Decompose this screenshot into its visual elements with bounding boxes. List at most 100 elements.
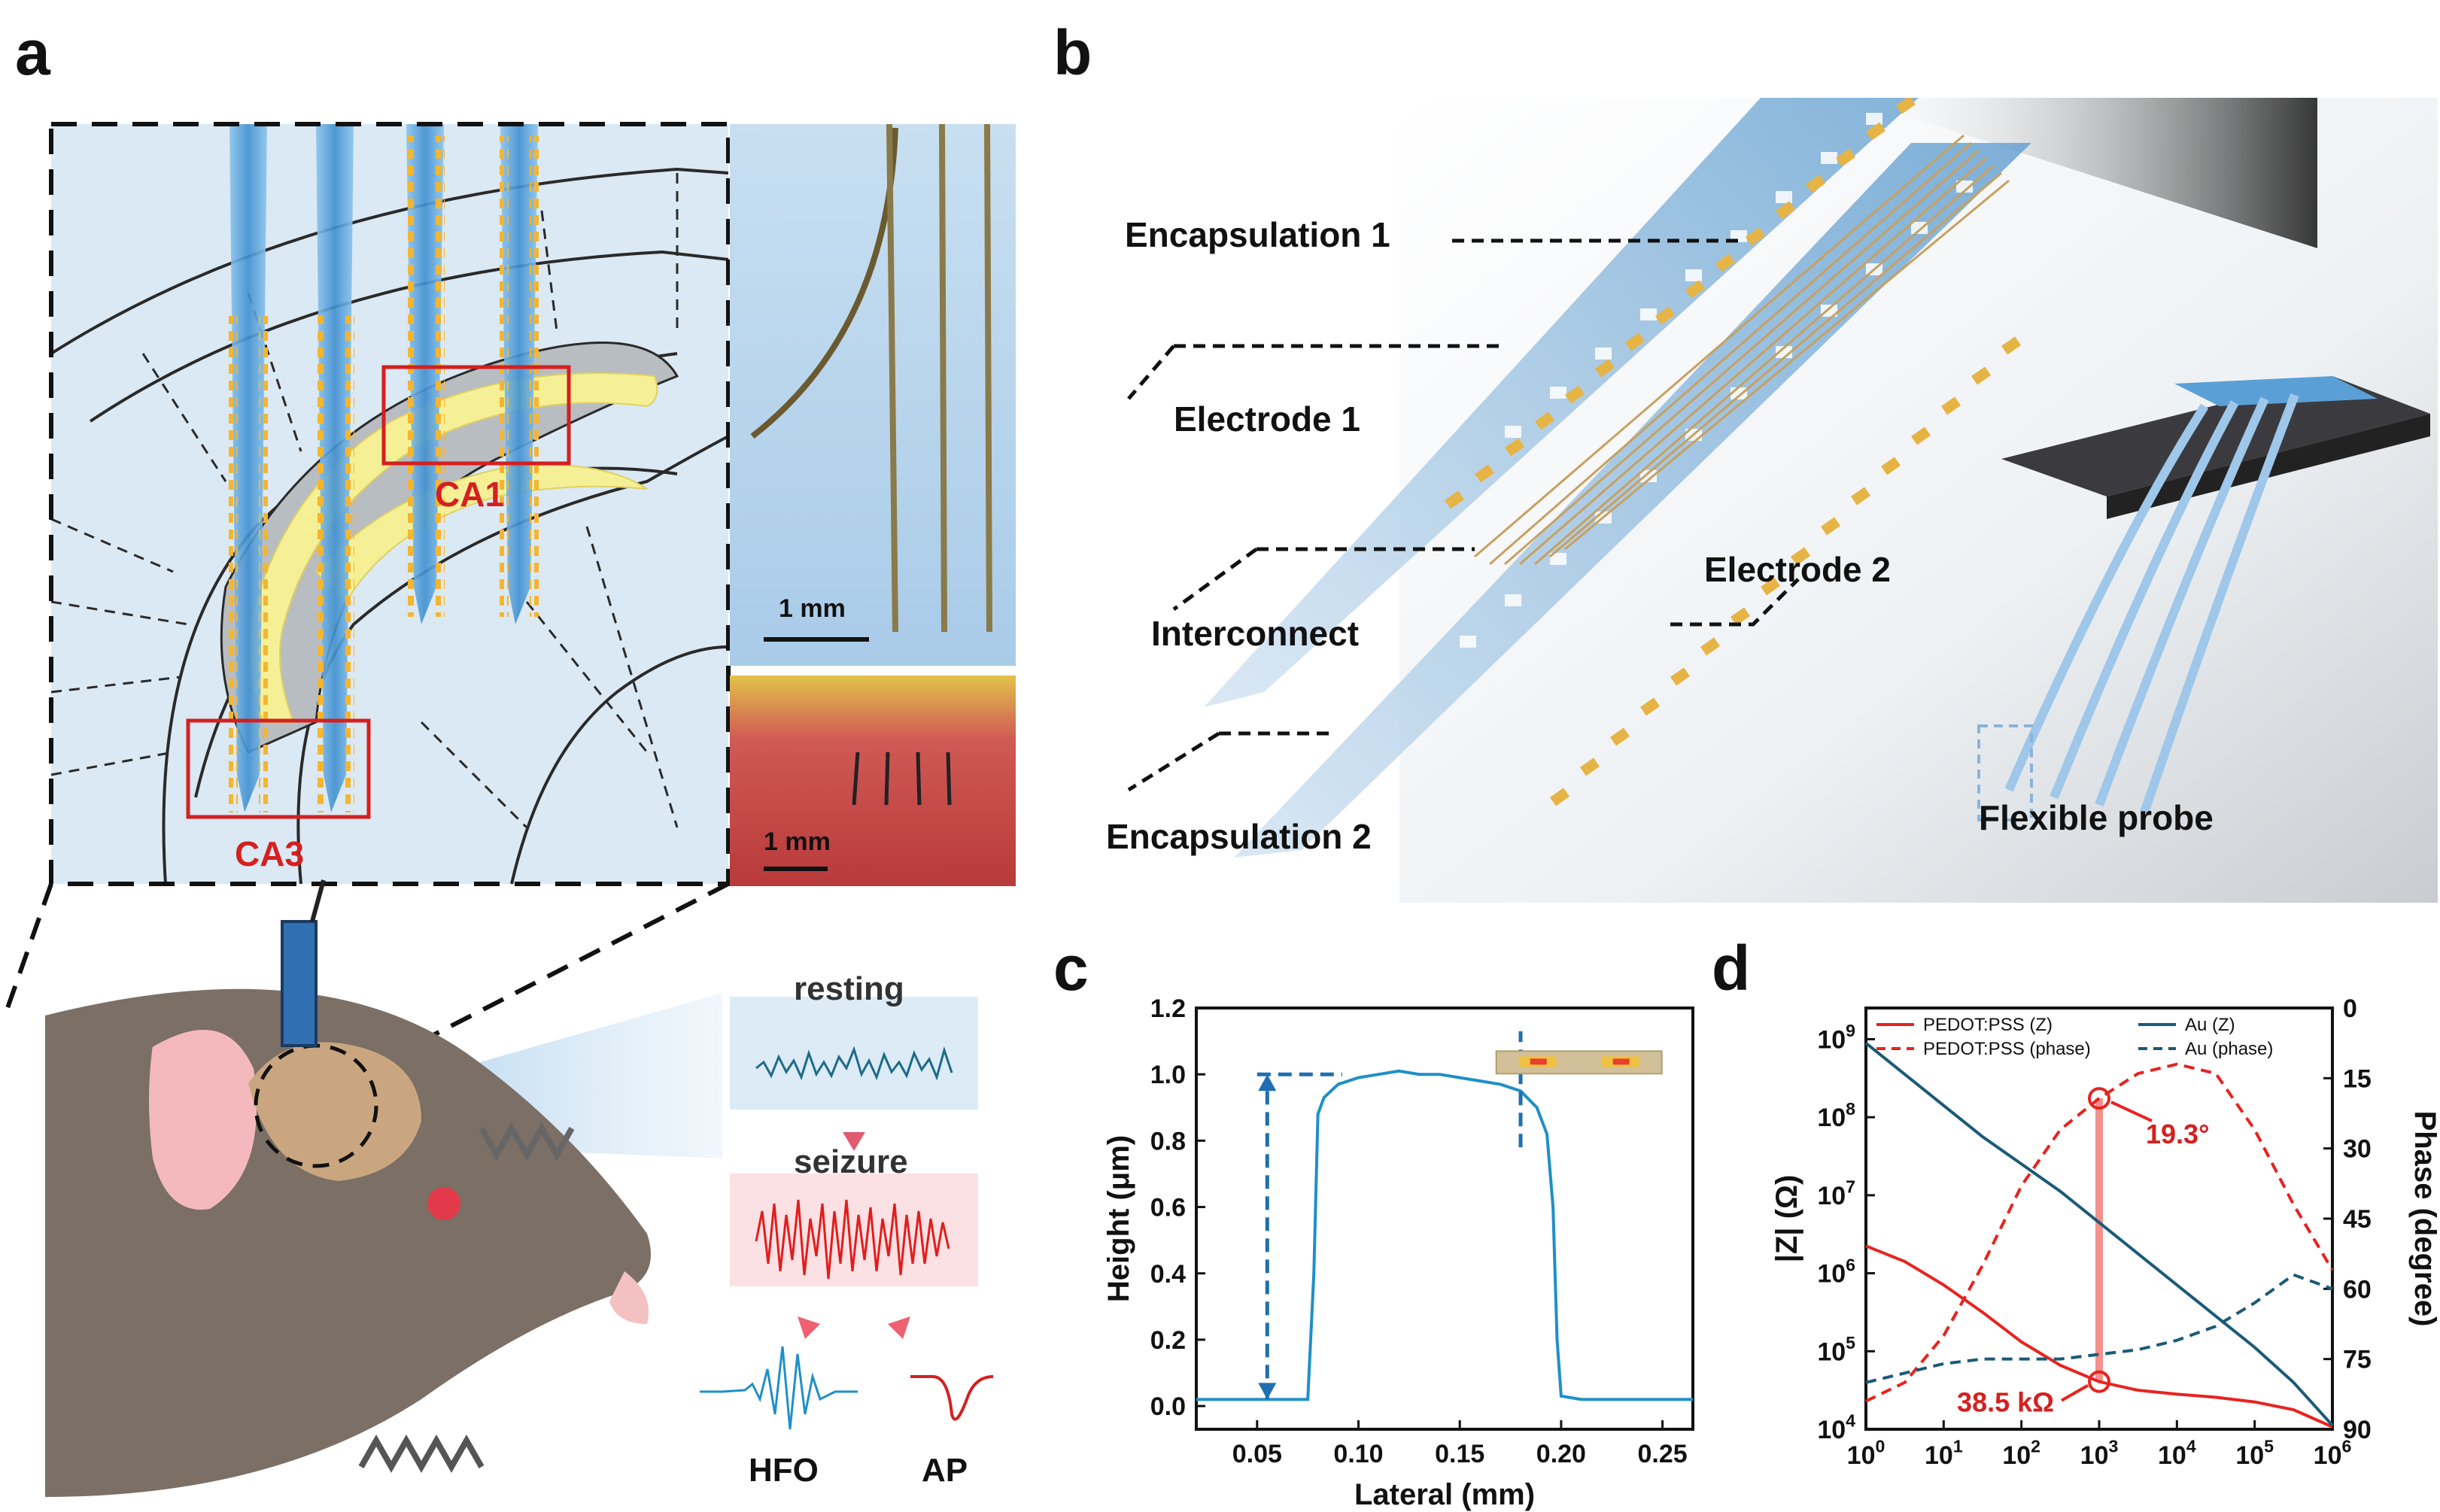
x-tick-label: 105 bbox=[2235, 1437, 2274, 1470]
x-tick-label: 0.25 bbox=[1637, 1440, 1687, 1468]
legend-entry: Au (phase) bbox=[2185, 1039, 2273, 1059]
electrode-1-contacts bbox=[1445, 98, 1916, 509]
scalebar-bottom-label: 1 mm bbox=[764, 827, 831, 856]
annotation-arrow-phase bbox=[2110, 1101, 2153, 1122]
y-left-tick-label: 109 bbox=[1817, 1021, 1855, 1054]
y-tick-label: 0.2 bbox=[1150, 1326, 1186, 1355]
hfo-trace bbox=[700, 1346, 858, 1430]
layer-label-electrode-2: Electrode 2 bbox=[1704, 550, 1891, 589]
annotation-phase-text: 19.3° bbox=[2146, 1119, 2209, 1149]
seizure-trace bbox=[755, 1199, 950, 1280]
zoom-frame bbox=[49, 122, 731, 886]
panel-d-chart: 100 101 102 103 104 105 106 104 105 106 107 108 109 0… bbox=[1770, 994, 2440, 1470]
y-tick-label: 1.0 bbox=[1150, 1061, 1186, 1089]
x-tick-label: 0.15 bbox=[1435, 1440, 1484, 1468]
y-right-tick-label: 0 bbox=[2343, 994, 2357, 1023]
y-tick-label: 0.4 bbox=[1150, 1260, 1186, 1289]
layer-label-encapsulation-1: Encapsulation 1 bbox=[1125, 215, 1390, 254]
electrode-contact-rows bbox=[229, 135, 539, 812]
probe-shanks bbox=[229, 124, 538, 812]
y-left-tick-label: 105 bbox=[1817, 1333, 1855, 1366]
series-line-3 bbox=[1865, 1273, 2333, 1384]
x-tick-label: 103 bbox=[2080, 1437, 2119, 1470]
x-tick-label: 0.10 bbox=[1333, 1440, 1383, 1468]
panel-label-c: c bbox=[1053, 933, 1089, 1003]
plot-frame bbox=[1195, 1006, 1694, 1431]
electrode-2-contacts bbox=[1550, 336, 2022, 806]
arrow-down-icon bbox=[1258, 1383, 1277, 1400]
interconnect-traces bbox=[1474, 134, 2010, 566]
panel-label-b: b bbox=[1053, 17, 1092, 88]
layer-label-encapsulation-2: Encapsulation 2 bbox=[1106, 817, 1372, 856]
arrow-hfo-icon bbox=[798, 1316, 820, 1339]
panel-c-chart: 0.05 0.10 0.15 0.20 0.25 0.0 0.2 0.4 0.6 0.8 1.0 1.… bbox=[1106, 994, 1694, 1511]
headstage-connector bbox=[281, 920, 318, 1047]
layer-encapsulation-1 bbox=[1204, 98, 1919, 707]
label-resting: resting bbox=[794, 970, 904, 1007]
x-tick-label: 106 bbox=[2314, 1437, 2352, 1470]
rat-illustration bbox=[45, 988, 651, 1497]
label-ca3: CA3 bbox=[235, 834, 305, 873]
cross-section-core bbox=[1612, 1058, 1630, 1065]
marker-phase bbox=[2088, 1087, 2110, 1110]
series-line-2 bbox=[1864, 1042, 2334, 1427]
implant-photo bbox=[730, 676, 1016, 886]
legend-entry: PEDOT:PSS (phase) bbox=[1923, 1039, 2091, 1059]
panel-label-a: a bbox=[15, 17, 50, 88]
ap-trace bbox=[910, 1375, 994, 1421]
legend-entry: Au (Z) bbox=[2185, 1015, 2235, 1035]
height-profile-line bbox=[1196, 1069, 1693, 1401]
wiggle-line-bottom bbox=[358, 1434, 485, 1474]
y-right-tick-label: 60 bbox=[2343, 1275, 2372, 1304]
series-line-1 bbox=[1865, 1062, 2334, 1403]
scalebar-top-label: 1 mm bbox=[779, 594, 846, 623]
y-tick-label: 0.6 bbox=[1150, 1194, 1186, 1222]
probe-photo bbox=[730, 124, 1016, 666]
y-tick-label: 0.0 bbox=[1150, 1392, 1186, 1421]
series-line-0 bbox=[1865, 1244, 2333, 1429]
arrow-ap-icon bbox=[888, 1316, 910, 1339]
x-tick-label: 0.05 bbox=[1232, 1440, 1282, 1468]
panel-a-illustration bbox=[5, 122, 1016, 1497]
y-tick-label: 0.8 bbox=[1150, 1127, 1186, 1155]
marker-impedance bbox=[2088, 1370, 2110, 1393]
resting-trace bbox=[755, 1046, 953, 1081]
panel-b-illustration bbox=[1127, 98, 2438, 903]
brain-slice-dashed-lines bbox=[50, 173, 679, 829]
y-left-tick-label: 108 bbox=[1817, 1099, 1855, 1132]
label-seizure: seizure bbox=[794, 1143, 908, 1180]
y-right-tick-label: 90 bbox=[2343, 1416, 2372, 1444]
probe-label: Flexible probe bbox=[1979, 798, 2214, 837]
marker-band bbox=[2095, 1098, 2103, 1382]
y-left-axis-label: |Z| (Ω) bbox=[1770, 1175, 1803, 1263]
y-right-tick-label: 15 bbox=[2343, 1064, 2372, 1093]
layer-label-interconnect: Interconnect bbox=[1151, 614, 1360, 653]
leader-lines bbox=[1127, 238, 1800, 792]
layer-label-electrode-1: Electrode 1 bbox=[1174, 399, 1360, 439]
x-tick-label: 104 bbox=[2158, 1437, 2196, 1470]
annotation-impedance-text: 38.5 kΩ bbox=[1957, 1387, 2054, 1418]
legend-entry: PEDOT:PSS (Z) bbox=[1923, 1015, 2053, 1035]
probe-tip-highlight bbox=[1977, 724, 2033, 821]
cross-section-core bbox=[1530, 1058, 1547, 1065]
probe-shanks-flexible bbox=[2004, 393, 2299, 814]
y-tick-label: 1.2 bbox=[1150, 994, 1186, 1023]
label-hfo: HFO bbox=[749, 1452, 819, 1489]
label-ap: AP bbox=[922, 1452, 968, 1489]
x-tick-label: 101 bbox=[1925, 1437, 1963, 1470]
x-tick-label: 100 bbox=[1847, 1437, 1885, 1470]
x-tick-label: 102 bbox=[2002, 1437, 2040, 1470]
label-ca1: CA1 bbox=[435, 475, 505, 514]
y-left-tick-label: 104 bbox=[1817, 1411, 1855, 1444]
wiggle-line-top bbox=[479, 1122, 575, 1161]
arrow-down-icon bbox=[843, 1132, 865, 1151]
y-right-tick-label: 75 bbox=[2343, 1346, 2372, 1374]
x-axis-label: Lateral (mm) bbox=[1354, 1478, 1535, 1511]
ca3-highlight-box bbox=[186, 718, 371, 819]
y-left-tick-label: 107 bbox=[1817, 1177, 1855, 1210]
layer-encapsulation-2 bbox=[1234, 143, 2031, 858]
y-right-tick-label: 45 bbox=[2343, 1205, 2372, 1234]
y-right-tick-label: 30 bbox=[2343, 1135, 2372, 1164]
x-tick-label: 0.20 bbox=[1536, 1440, 1586, 1468]
y-left-tick-label: 106 bbox=[1817, 1255, 1855, 1288]
